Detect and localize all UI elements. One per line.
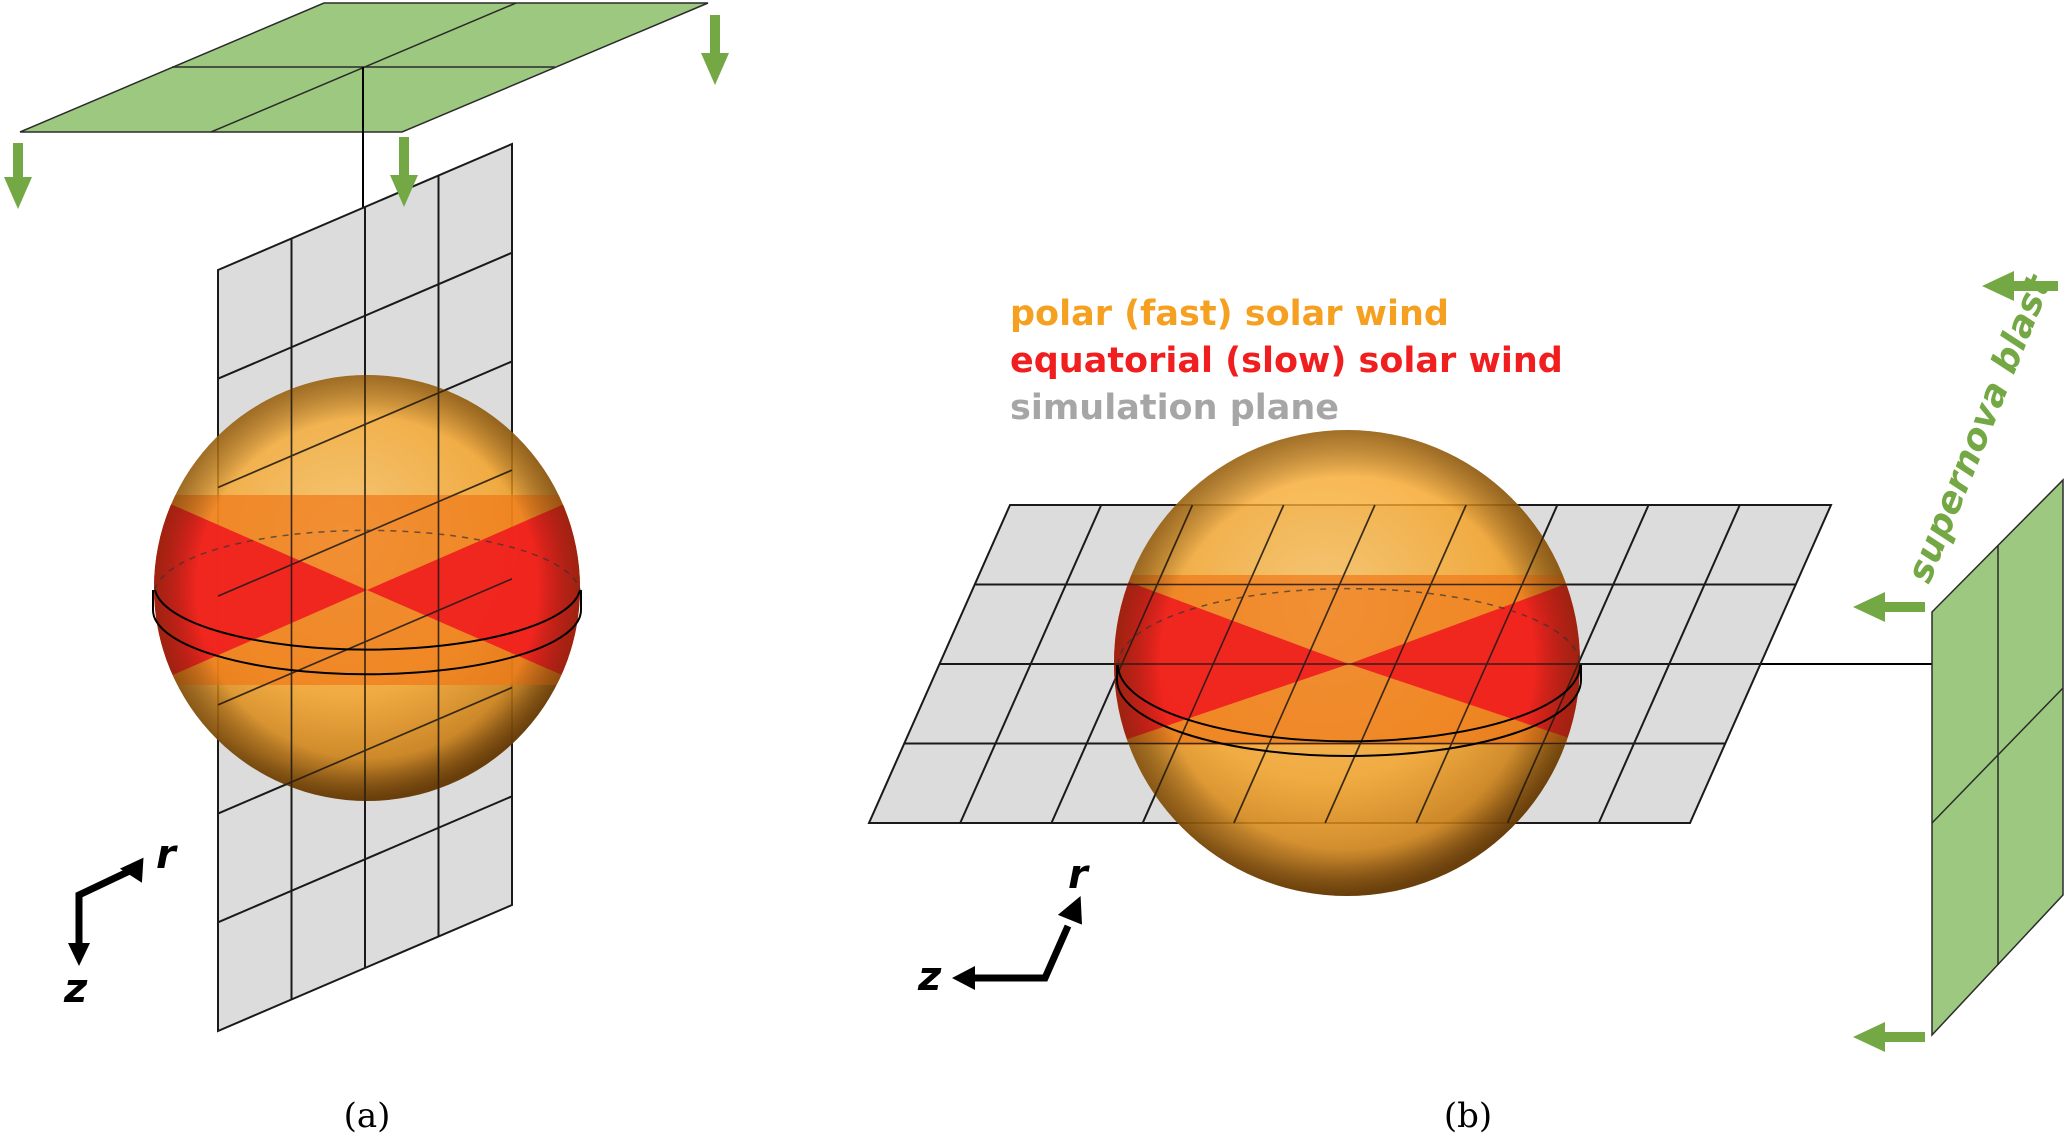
- grid-line: [217, 251, 513, 380]
- blast-arrows-a: [4, 15, 729, 209]
- legend: polar (fast) solar wind equatorial (slow…: [1010, 294, 1563, 428]
- blast-arrows-b: [1853, 271, 2058, 1052]
- axes-a: r z: [63, 832, 178, 1012]
- blast-plane-right: [1931, 478, 2064, 1037]
- heliosphere-sphere-a: [152, 375, 582, 801]
- caption-a: (a): [344, 1096, 391, 1136]
- axis-z-label-a: z: [63, 966, 88, 1012]
- axis-r-label-b: r: [1068, 852, 1090, 898]
- caption-b: (b): [1444, 1096, 1492, 1136]
- axis-r-label-a: r: [156, 832, 178, 878]
- heliosphere-sphere-b: [1114, 430, 1582, 896]
- legend-equatorial: equatorial (slow) solar wind: [1010, 341, 1563, 381]
- grid-line: [217, 795, 513, 924]
- legend-polar: polar (fast) solar wind: [1010, 294, 1449, 334]
- panel-a: r z (a): [4, 2, 729, 1136]
- legend-plane: simulation plane: [1010, 388, 1339, 428]
- axis-z-label-b: z: [917, 954, 942, 1000]
- axes-b: r z: [917, 852, 1090, 1000]
- panel-b: supernova blast polar (fast) solar wind …: [867, 268, 2064, 1136]
